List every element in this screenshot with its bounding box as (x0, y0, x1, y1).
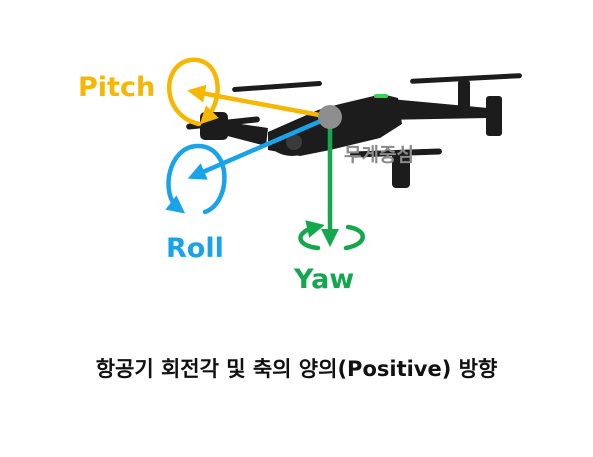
roll-label: Roll (166, 233, 224, 264)
center-of-gravity-point (318, 105, 342, 129)
roll-rotation-arrow-icon (165, 143, 227, 215)
pitch-rotation-arrow-icon (166, 57, 220, 127)
pitch-axis-arrow (187, 84, 333, 120)
yaw-rotation-arrow-icon (298, 220, 365, 251)
yaw-label: Yaw (294, 264, 355, 295)
drone-icon (186, 73, 522, 188)
pitch-label: Pitch (78, 72, 156, 103)
roll-axis-arrow (187, 114, 333, 180)
diagram-caption: 항공기 회전각 및 축의 양의(Positive) 방향 (95, 357, 498, 381)
center-of-gravity-label: 무게중심 (344, 144, 414, 166)
